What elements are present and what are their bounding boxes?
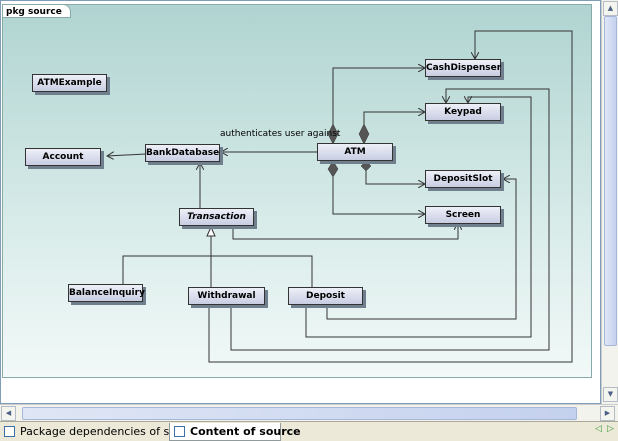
class-withdrawal[interactable]: Withdrawal xyxy=(188,287,265,305)
diagram-links xyxy=(1,30,573,363)
package-diagram-icon xyxy=(4,426,15,437)
class-depositslot[interactable]: DepositSlot xyxy=(425,170,501,188)
horizontal-scrollbar[interactable]: ◀ ▶ xyxy=(0,404,618,421)
diagram-canvas[interactable]: pkg source xyxy=(0,0,601,404)
tab-content-of-source[interactable]: Content of source xyxy=(169,423,301,441)
class-transaction[interactable]: Transaction xyxy=(179,208,254,226)
class-deposit[interactable]: Deposit xyxy=(288,287,363,305)
class-account[interactable]: Account xyxy=(25,148,101,166)
class-keypad[interactable]: Keypad xyxy=(425,103,501,121)
class-atmexample[interactable]: ATMExample xyxy=(32,74,107,92)
class-cashdispenser[interactable]: CashDispenser xyxy=(425,59,501,77)
horizontal-scroll-thumb[interactable] xyxy=(22,407,577,420)
vertical-scroll-thumb[interactable] xyxy=(604,16,617,346)
view-tabs: Package dependencies of source Content o… xyxy=(0,421,618,441)
class-balanceinquiry[interactable]: BalanceInquiry xyxy=(68,284,145,302)
class-diagram-icon xyxy=(174,426,185,437)
class-atm[interactable]: ATM xyxy=(317,143,393,161)
class-bankdatabase[interactable]: BankDatabase xyxy=(145,144,220,162)
scroll-down-icon[interactable]: ▼ xyxy=(603,387,618,402)
vertical-scrollbar[interactable]: ▲ ▼ xyxy=(601,0,618,404)
scroll-right-icon[interactable]: ▶ xyxy=(600,406,615,421)
class-screen[interactable]: Screen xyxy=(425,206,501,224)
tab-label: Package dependencies of source xyxy=(20,425,201,438)
tab-next-icon[interactable]: ▷ xyxy=(607,424,614,434)
package-tab: pkg source xyxy=(2,4,71,18)
association-label: authenticates user against xyxy=(220,129,341,139)
tab-label: Content of source xyxy=(190,425,301,438)
scroll-up-icon[interactable]: ▲ xyxy=(603,1,618,16)
tab-prev-icon[interactable]: ◁ xyxy=(595,424,602,434)
tab-package-dependencies[interactable]: Package dependencies of source xyxy=(0,423,200,441)
scroll-left-icon[interactable]: ◀ xyxy=(1,406,16,421)
